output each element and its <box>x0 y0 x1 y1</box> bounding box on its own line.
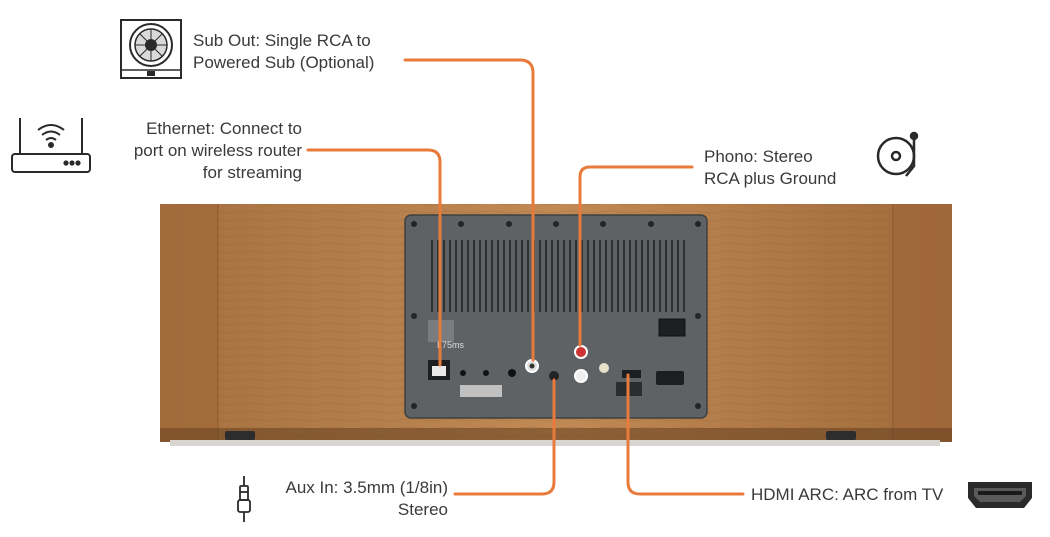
aux-jack-icon <box>237 476 251 522</box>
callout-ethernet <box>306 148 442 367</box>
callout-hdmi <box>626 373 745 496</box>
router-icon <box>11 118 91 173</box>
hdmi-label-line1: HDMI ARC: ARC from TV <box>751 485 944 504</box>
model-label: L75ms <box>437 340 465 350</box>
phono-label-line1: Phono: Stereo <box>704 147 813 166</box>
ethernet-label: Ethernet: Connect to port on wireless ro… <box>134 118 302 184</box>
phono-label-line2: RCA plus Ground <box>704 169 837 188</box>
hdmi-cable-icon <box>968 482 1032 508</box>
phono-label: Phono: Stereo RCA plus Ground <box>704 146 836 190</box>
sub-out-label: Sub Out: Single RCA to Powered Sub (Opti… <box>193 30 374 74</box>
callout-aux <box>453 378 556 496</box>
ethernet-label-line2: port on wireless router <box>133 141 302 160</box>
turntable-icon <box>876 131 919 177</box>
ethernet-label-line3: for streaming <box>202 163 302 182</box>
sub-out-label-line2: Powered Sub (Optional) <box>193 53 375 72</box>
hdmi-label: HDMI ARC: ARC from TV <box>751 484 943 506</box>
ethernet-label-line1: Ethernet: Connect to <box>146 119 302 138</box>
rear-panel: L75ms <box>404 214 708 419</box>
aux-label-line2: Stereo <box>397 500 448 519</box>
callout-lines <box>306 58 745 496</box>
aux-label: Aux In: 3.5mm (1/8in) Stereo <box>285 477 448 521</box>
subwoofer-icon <box>120 19 182 79</box>
sub-out-label-line1: Sub Out: Single RCA to <box>193 31 371 50</box>
aux-label-line1: Aux In: 3.5mm (1/8in) <box>285 478 448 497</box>
callout-sub-out <box>403 58 535 362</box>
callout-phono <box>578 165 694 347</box>
